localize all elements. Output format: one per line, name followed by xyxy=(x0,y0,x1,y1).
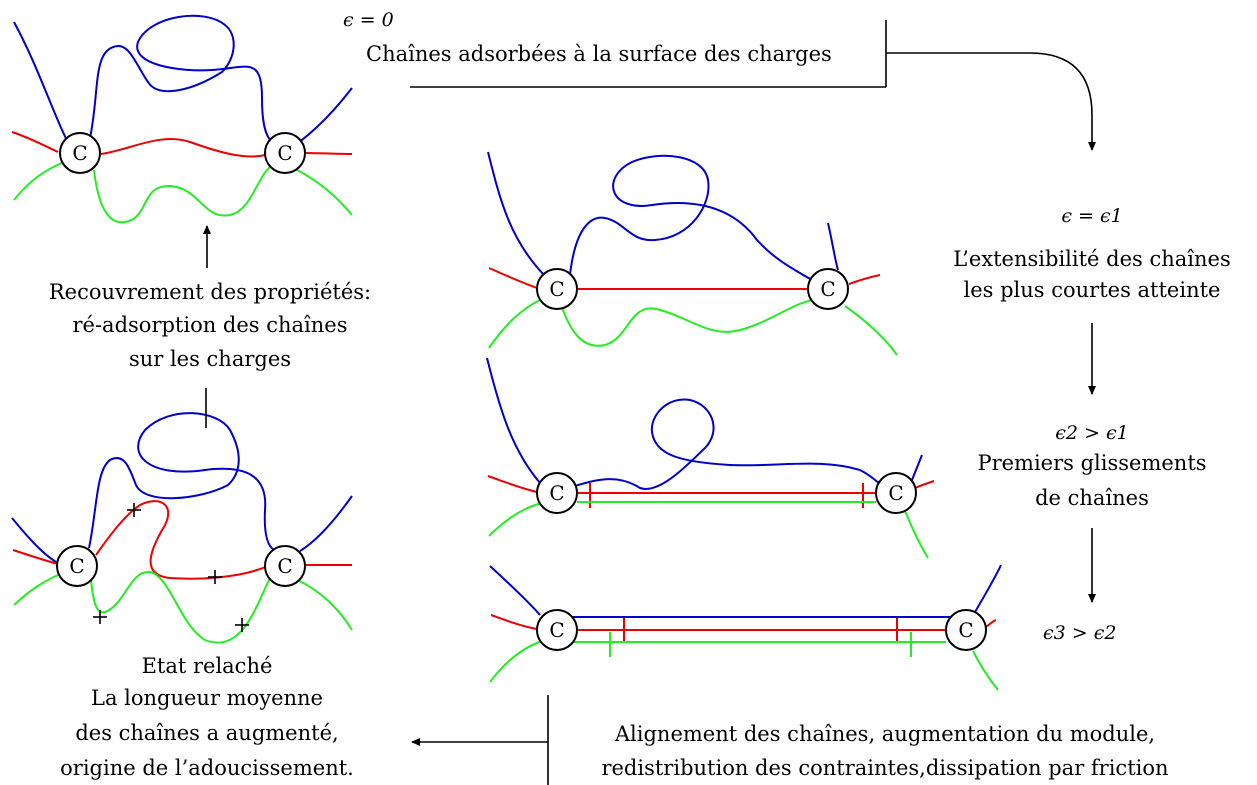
blue-chain xyxy=(487,151,546,277)
green-chain xyxy=(13,161,65,201)
equation-stage1: ϵ = ϵ1 xyxy=(1061,205,1122,227)
red-chain xyxy=(848,274,881,285)
panel-stage1: C C xyxy=(487,151,898,356)
green-chain xyxy=(90,570,273,644)
green-chain xyxy=(296,579,353,631)
green-chain xyxy=(489,640,543,683)
caption-relaxed-line3: des chaînes a augmenté, xyxy=(75,721,338,745)
red-chain xyxy=(488,267,538,289)
blue-chain xyxy=(486,357,541,484)
green-chain xyxy=(844,305,898,356)
green-chain xyxy=(488,502,543,537)
svg-text:C: C xyxy=(958,618,973,642)
green-chain xyxy=(904,510,929,559)
equation-initial: ϵ = 0 xyxy=(343,9,394,31)
caption-recovery-line2: ré-adsorption des chaînes xyxy=(73,313,348,337)
connector-initial-to-stage1 xyxy=(410,20,1096,151)
red-chain xyxy=(304,152,353,155)
red-chain xyxy=(100,138,266,158)
panel-stage3: C C xyxy=(489,564,1002,691)
caption-stage3-line1: Alignement des chaînes, augmentation du … xyxy=(614,722,1155,746)
caption-stage1-line1: L’extensibilité des chaînes xyxy=(953,247,1230,271)
caption-stage1-line2: les plus courtes atteinte xyxy=(964,278,1221,302)
caption-stage3-line2: redistribution des contraintes,dissipati… xyxy=(601,756,1168,780)
red-chain xyxy=(914,480,935,489)
svg-text:C: C xyxy=(277,554,292,578)
blue-chain xyxy=(911,454,923,481)
entanglement-mark xyxy=(93,503,249,632)
svg-text:C: C xyxy=(820,277,835,301)
blue-chain xyxy=(827,222,839,271)
red-chain xyxy=(95,500,269,580)
blue-chain xyxy=(489,565,541,616)
equation-stage2: ϵ2 > ϵ1 xyxy=(1055,422,1128,444)
caption-recovery-line1: Recouvrement des propriétés: xyxy=(49,280,371,304)
caption-relaxed-line4: origine de l’adoucissement. xyxy=(60,756,354,780)
panel-initial: C C xyxy=(11,14,353,224)
filler-particle: C xyxy=(536,609,578,651)
svg-text:C: C xyxy=(72,141,87,165)
blue-chain xyxy=(88,412,275,551)
blue-chain xyxy=(974,564,1002,613)
connector-stage3-to-relaxed xyxy=(411,695,549,785)
red-chain xyxy=(985,619,997,628)
filler-particle: C xyxy=(264,545,306,587)
caption-relaxed-line2: La longueur moyenne xyxy=(91,686,323,710)
red-chain xyxy=(487,475,538,493)
caption-recovery-line3: sur les charges xyxy=(129,347,291,371)
green-chain xyxy=(93,164,273,224)
red-chain xyxy=(12,549,59,565)
svg-text:C: C xyxy=(549,618,564,642)
blue-chain xyxy=(574,398,881,490)
filler-particle: C xyxy=(536,472,578,514)
caption-stage2-line1: Premiers glissements xyxy=(977,451,1206,475)
filler-particle: C xyxy=(56,545,98,587)
green-chain xyxy=(972,650,999,691)
caption-initial: Chaînes adsorbées à la surface des charg… xyxy=(366,42,832,66)
green-chain xyxy=(296,169,353,216)
blue-chain xyxy=(569,154,813,281)
filler-particle: C xyxy=(945,609,987,651)
blue-chain xyxy=(13,21,73,151)
filler-particle: C xyxy=(875,472,917,514)
equation-stage3: ϵ3 > ϵ2 xyxy=(1043,622,1116,644)
green-chain xyxy=(13,571,66,606)
blue-chain xyxy=(89,14,273,143)
filler-particle: C xyxy=(264,132,306,174)
filler-particle: C xyxy=(59,132,101,174)
svg-text:C: C xyxy=(549,481,564,505)
filler-particle: C xyxy=(536,268,578,310)
filler-particle: C xyxy=(807,268,849,310)
green-chain xyxy=(488,299,541,349)
caption-relaxed-line1: Etat relaché xyxy=(142,654,273,678)
red-chain xyxy=(11,131,59,153)
green-chain xyxy=(561,299,813,347)
blue-chain xyxy=(299,495,353,552)
svg-text:C: C xyxy=(888,481,903,505)
svg-text:C: C xyxy=(69,554,84,578)
blue-chain xyxy=(297,87,353,144)
panel-stage2: C C xyxy=(486,357,935,559)
panel-relaxed: C C xyxy=(11,388,353,644)
svg-text:C: C xyxy=(549,277,564,301)
svg-text:C: C xyxy=(277,141,292,165)
red-chain xyxy=(490,614,538,630)
caption-stage2-line2: de chaînes xyxy=(1035,486,1149,510)
